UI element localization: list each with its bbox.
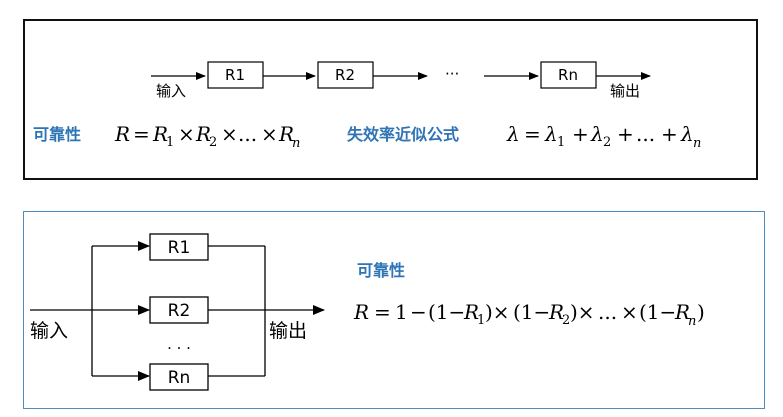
parallel-formula-times-3: × bbox=[621, 300, 638, 324]
series-block-r1-label: R1 bbox=[225, 66, 245, 84]
series-formula-term-4: R bbox=[278, 122, 294, 146]
failure-formula-op-1: + bbox=[572, 122, 589, 146]
parallel-system-panel: 输入 R1 R2 . . . Rn 输出 可靠性 R = 1 − (1− R 1 bbox=[23, 211, 765, 409]
parallel-formula-one: 1 bbox=[395, 300, 408, 324]
parallel-block-rn bbox=[149, 363, 209, 391]
failure-formula-sub-1: 1 bbox=[557, 135, 565, 150]
parallel-formula-term-1: R bbox=[463, 300, 479, 324]
parallel-formula-minus-1: − bbox=[410, 300, 427, 324]
series-formula-op-1: × bbox=[178, 122, 195, 146]
parallel-formula-sub-2: 2 bbox=[562, 313, 570, 328]
parallel-diagram: 输入 R1 R2 . . . Rn 输出 可靠性 R = 1 − (1− R 1 bbox=[30, 233, 705, 391]
failure-formula-term-4: λ bbox=[680, 122, 694, 146]
parallel-formula-eq: = bbox=[374, 300, 391, 324]
parallel-block-r1 bbox=[149, 233, 209, 261]
series-formula-sub-2: 2 bbox=[209, 135, 217, 150]
failure-rate-label: 失效率近似公式 bbox=[347, 125, 459, 144]
parallel-formula-close-2: )× bbox=[570, 300, 595, 324]
series-formula-eq: = bbox=[133, 122, 150, 146]
series-block-r1 bbox=[207, 61, 264, 89]
series-formula-lhs: R bbox=[114, 122, 130, 146]
failure-formula-sub-2: 2 bbox=[603, 135, 611, 150]
parallel-formula-close-4: ) bbox=[697, 300, 705, 324]
failure-formula-sub-4: n bbox=[693, 136, 701, 151]
failure-formula-eq: = bbox=[524, 122, 541, 146]
failure-formula-op-2: + bbox=[617, 122, 634, 146]
parallel-formula-sub-4: n bbox=[688, 314, 696, 329]
series-block-rn-label: Rn bbox=[558, 66, 578, 84]
parallel-block-r2-label: R2 bbox=[168, 301, 191, 321]
series-block-r2 bbox=[317, 61, 374, 89]
series-formula-term-3: ... bbox=[238, 122, 257, 146]
parallel-formula-open-2: (1− bbox=[513, 300, 550, 324]
parallel-formula-sub-1: 1 bbox=[477, 313, 485, 328]
parallel-formula-close-1: )× bbox=[485, 300, 510, 324]
series-formula-sub-4: n bbox=[292, 136, 300, 151]
series-formula-term-1: R bbox=[152, 122, 168, 146]
parallel-ellipsis: . . . bbox=[167, 335, 191, 353]
series-block-rn bbox=[540, 61, 597, 89]
series-formula-op-3: × bbox=[261, 122, 278, 146]
series-reliability-label: 可靠性 bbox=[33, 125, 81, 144]
parallel-block-r1-label: R1 bbox=[168, 238, 191, 258]
series-block-r2-label: R2 bbox=[335, 66, 355, 84]
parallel-reliability-label: 可靠性 bbox=[357, 261, 405, 280]
parallel-formula-term-4: R bbox=[674, 300, 690, 324]
series-formula-term-2: R bbox=[195, 122, 211, 146]
series-input-label: 输入 bbox=[156, 82, 186, 100]
failure-formula-term-1: λ bbox=[544, 122, 558, 146]
series-diagram: 输入 R1 R2 ··· Rn 输出 可靠性 R = R 1 × R 2 × .… bbox=[33, 61, 701, 151]
parallel-formula-open-4: (1− bbox=[639, 300, 676, 324]
parallel-block-rn-label: Rn bbox=[168, 368, 191, 388]
series-formula-op-2: × bbox=[221, 122, 238, 146]
parallel-output-label: 输出 bbox=[269, 320, 307, 342]
parallel-formula-term-3: ... bbox=[598, 300, 617, 324]
failure-formula-op-3: + bbox=[661, 122, 678, 146]
series-system-panel: 输入 R1 R2 ··· Rn 输出 可靠性 R = R 1 × R 2 × .… bbox=[23, 19, 758, 180]
series-output-label: 输出 bbox=[610, 82, 640, 100]
parallel-block-r2 bbox=[149, 296, 209, 324]
parallel-formula-lhs: R bbox=[353, 300, 369, 324]
failure-formula-term-3: ... bbox=[636, 122, 655, 146]
parallel-formula-term-2: R bbox=[548, 300, 564, 324]
series-formula-sub-1: 1 bbox=[166, 135, 174, 150]
parallel-formula-open-1: (1− bbox=[428, 300, 465, 324]
series-ellipsis: ··· bbox=[445, 65, 459, 83]
parallel-input-label: 输入 bbox=[30, 320, 68, 342]
failure-formula-term-2: λ bbox=[590, 122, 604, 146]
failure-formula-lhs: λ bbox=[506, 122, 520, 146]
